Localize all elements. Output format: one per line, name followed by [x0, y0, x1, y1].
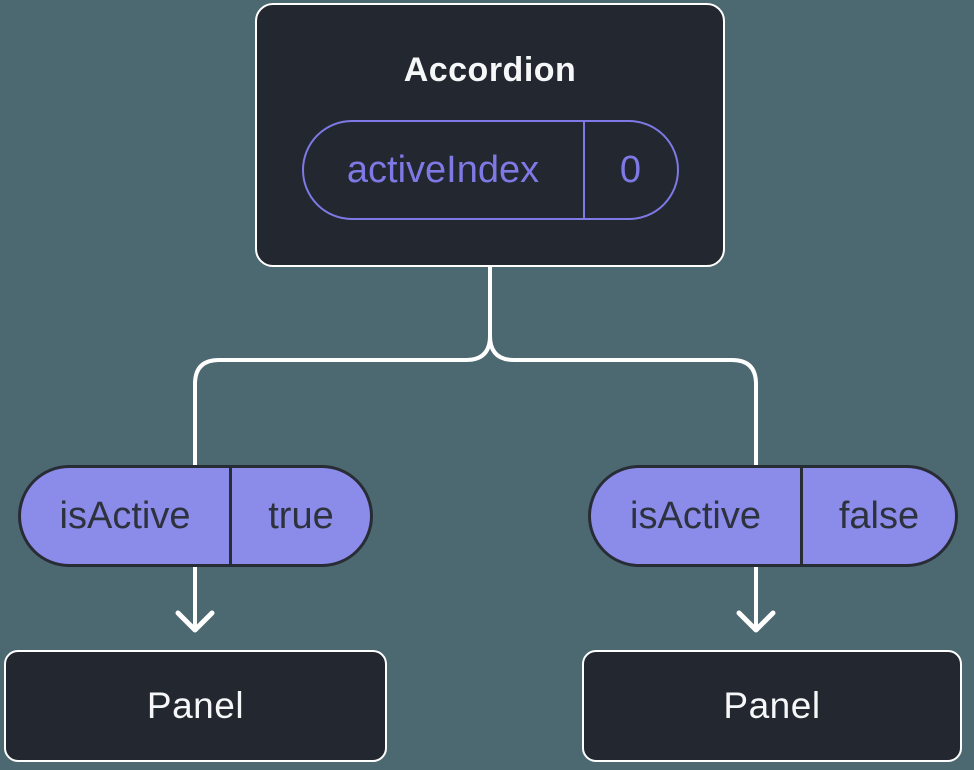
panel-node-left: Panel — [4, 650, 387, 762]
prop-value: true — [268, 494, 334, 537]
state-value: 0 — [619, 148, 642, 191]
panel-label: Panel — [723, 685, 821, 726]
panel-label: Panel — [146, 685, 245, 726]
arrow-down-icon — [175, 610, 215, 633]
prop-pill-right: isActive false — [588, 465, 958, 567]
prop-pill-divider — [800, 468, 803, 564]
state-pill-divider — [582, 122, 585, 218]
connector-right-branch — [488, 267, 758, 628]
state-name: activeIndex — [346, 148, 540, 191]
prop-name: isActive — [59, 494, 191, 537]
accordion-node: Accordion activeIndex 0 — [255, 3, 725, 267]
prop-value: false — [838, 494, 920, 537]
accordion-node-title: Accordion — [403, 51, 577, 89]
prop-name: isActive — [630, 494, 761, 537]
panel-node-right: Panel — [582, 650, 962, 762]
prop-pill-divider — [229, 468, 232, 564]
state-pill: activeIndex 0 — [301, 120, 679, 220]
prop-pill-left: isActive true — [18, 465, 373, 567]
arrow-down-icon — [736, 610, 776, 633]
connector-left-branch — [193, 267, 492, 628]
